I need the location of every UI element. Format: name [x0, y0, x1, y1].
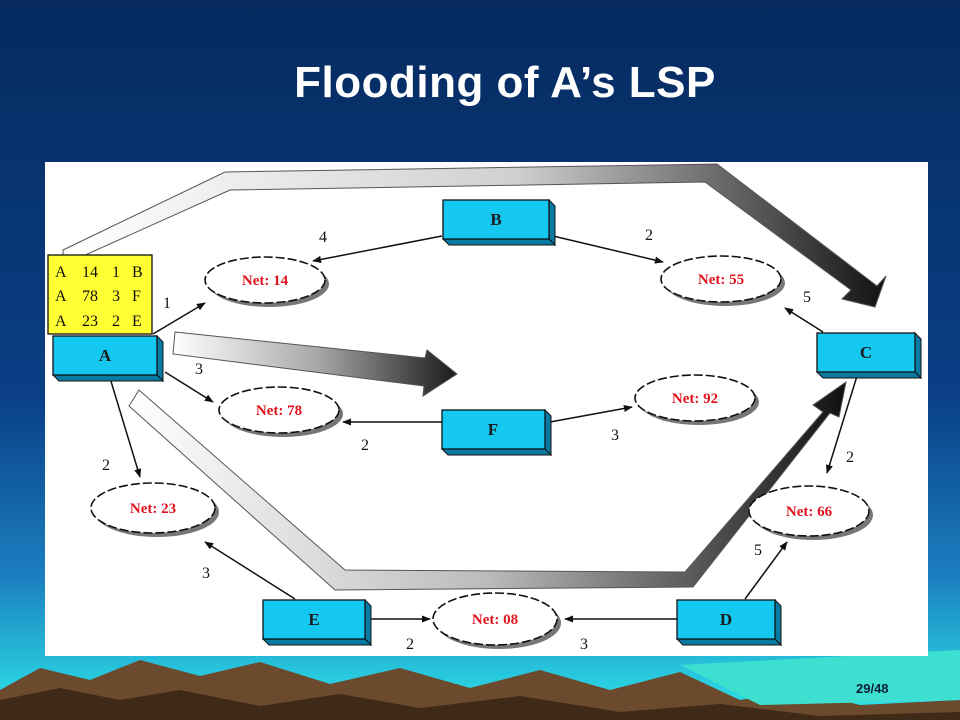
lsp-row-3: A 23 2 E [55, 313, 142, 330]
lsp-row-3-col-1: A [55, 313, 67, 330]
net-08-cloud: Net: 08 [432, 592, 561, 649]
net-55-label: Net: 55 [698, 272, 744, 288]
router-b-label: B [490, 210, 501, 229]
router-f: F [440, 408, 553, 457]
cost-labels: 4 2 5 1 3 2 3 2 2 3 5 2 3 [102, 227, 854, 653]
link-b-net14 [312, 235, 443, 263]
router-c: C [815, 331, 923, 380]
lsp-row-2-col-3: 3 [112, 288, 120, 305]
cost-c-net55: 5 [803, 289, 811, 306]
net-14-label: Net: 14 [242, 273, 289, 289]
lsp-row-2-col-1: A [55, 288, 67, 305]
lsp-row-1-col-2: 14 [82, 264, 98, 281]
lsp-row-2-col-4: F [132, 288, 141, 305]
slide-title: Flooding of A’s LSP [294, 58, 716, 107]
link-e-net23 [204, 541, 296, 600]
lsp-row-2-col-2: 78 [82, 288, 98, 305]
router-b: B [441, 198, 557, 247]
router-c-label: C [860, 343, 872, 362]
lsp-row-1-col-4: B [132, 264, 143, 281]
lsp-row-3-col-2: 23 [82, 313, 98, 330]
cost-a-net78: 3 [195, 361, 203, 378]
diagram-panel: B A C F E D [45, 162, 928, 656]
lsp-row-1-col-1: A [55, 264, 67, 281]
net-92-label: Net: 92 [672, 391, 718, 407]
link-b-net55 [552, 235, 664, 264]
net-66-cloud: Net: 66 [748, 485, 873, 540]
cost-a-net14: 1 [163, 295, 171, 312]
link-c-net66 [825, 375, 858, 474]
link-arrows [109, 235, 858, 623]
net-23-label: Net: 23 [130, 501, 176, 517]
router-e: E [261, 598, 373, 647]
net-66-label: Net: 66 [786, 504, 833, 520]
cost-b-net55: 2 [645, 227, 653, 244]
flood-arrow-lower [128, 380, 847, 591]
link-f-net92 [549, 404, 633, 423]
cost-e-net23: 3 [202, 565, 210, 582]
net-14-cloud: Net: 14 [204, 256, 329, 307]
cost-f-net92: 3 [611, 427, 619, 444]
lsp-row-1: A 14 1 B [55, 264, 143, 281]
router-a: A [51, 334, 165, 383]
link-a-net78 [164, 371, 214, 403]
cost-e-net08: 2 [406, 636, 414, 653]
link-c-net55 [784, 307, 824, 333]
router-d-label: D [720, 610, 732, 629]
link-d-net66 [744, 541, 788, 600]
cost-b-net14: 4 [319, 229, 327, 246]
lsp-row-1-col-3: 1 [112, 264, 120, 281]
router-f-label: F [488, 420, 498, 439]
cost-c-net66: 2 [846, 449, 854, 466]
lsp-row-3-col-3: 2 [112, 313, 120, 330]
page-number: 29/48 [856, 681, 889, 696]
net-78-cloud: Net: 78 [218, 386, 343, 437]
lsp-row-2: A 78 3 F [55, 288, 141, 305]
net-78-label: Net: 78 [256, 403, 302, 419]
router-a-label: A [99, 346, 112, 365]
cost-d-net08: 3 [580, 636, 588, 653]
link-a-net23 [109, 377, 142, 478]
net-08-label: Net: 08 [472, 612, 518, 628]
lsp-row-3-col-4: E [132, 313, 142, 330]
router-e-label: E [308, 610, 319, 629]
lsp-table: A 14 1 B A 78 3 F A 23 2 E [47, 254, 153, 335]
flood-arrow-middle [172, 331, 458, 397]
cost-d-net66: 5 [754, 542, 762, 559]
link-a-net14 [152, 302, 206, 335]
flood-arrow-upper [62, 163, 887, 308]
net-92-cloud: Net: 92 [634, 374, 759, 425]
net-55-cloud: Net: 55 [660, 255, 785, 306]
cost-f-net78: 2 [361, 437, 369, 454]
net-23-cloud: Net: 23 [90, 482, 219, 537]
router-d: D [675, 598, 783, 647]
lsp-flooding-diagram: B A C F E D [47, 163, 923, 653]
cost-a-net23: 2 [102, 457, 110, 474]
